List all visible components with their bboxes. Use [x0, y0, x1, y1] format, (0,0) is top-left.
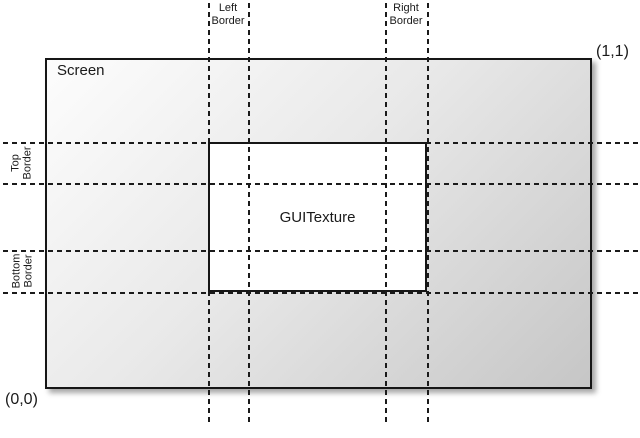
left-border-inner-line [248, 3, 250, 425]
right-border-label-line2: Border [389, 15, 423, 27]
top-border-label-line1: Top [10, 154, 22, 172]
guitexture-label: GUITexture [279, 208, 356, 226]
bottom-border-outer-line [3, 292, 638, 294]
bottom-border-label-line1: Bottom [9, 253, 22, 289]
right-border-label: Right Border [385, 2, 427, 28]
bottom-border-inner-line [3, 250, 638, 252]
bottom-border-label-line2: Border [21, 254, 34, 288]
left-border-label-line2: Border [211, 15, 245, 27]
bottom-border-label-text: Bottom Border [10, 254, 34, 289]
coordinate-label-origin: (0,0) [5, 391, 38, 408]
top-border-label-line2: Border [22, 146, 34, 180]
screen-label: Screen [57, 62, 105, 79]
top-border-inner-line [3, 183, 638, 185]
top-border-label-text: Top Border [10, 146, 34, 179]
right-border-label-line1: Right [393, 2, 419, 14]
bottom-border-label: Bottom Border [0, 250, 44, 292]
guitexture-rect: GUITexture [208, 142, 427, 292]
left-border-label-line1: Left [218, 2, 238, 14]
top-border-label: Top Border [0, 142, 44, 184]
right-border-outer-line [427, 3, 429, 425]
right-border-inner-line [385, 3, 387, 425]
left-border-label: Left Border [208, 2, 248, 28]
coordinate-label-top-right: (1,1) [596, 43, 629, 60]
